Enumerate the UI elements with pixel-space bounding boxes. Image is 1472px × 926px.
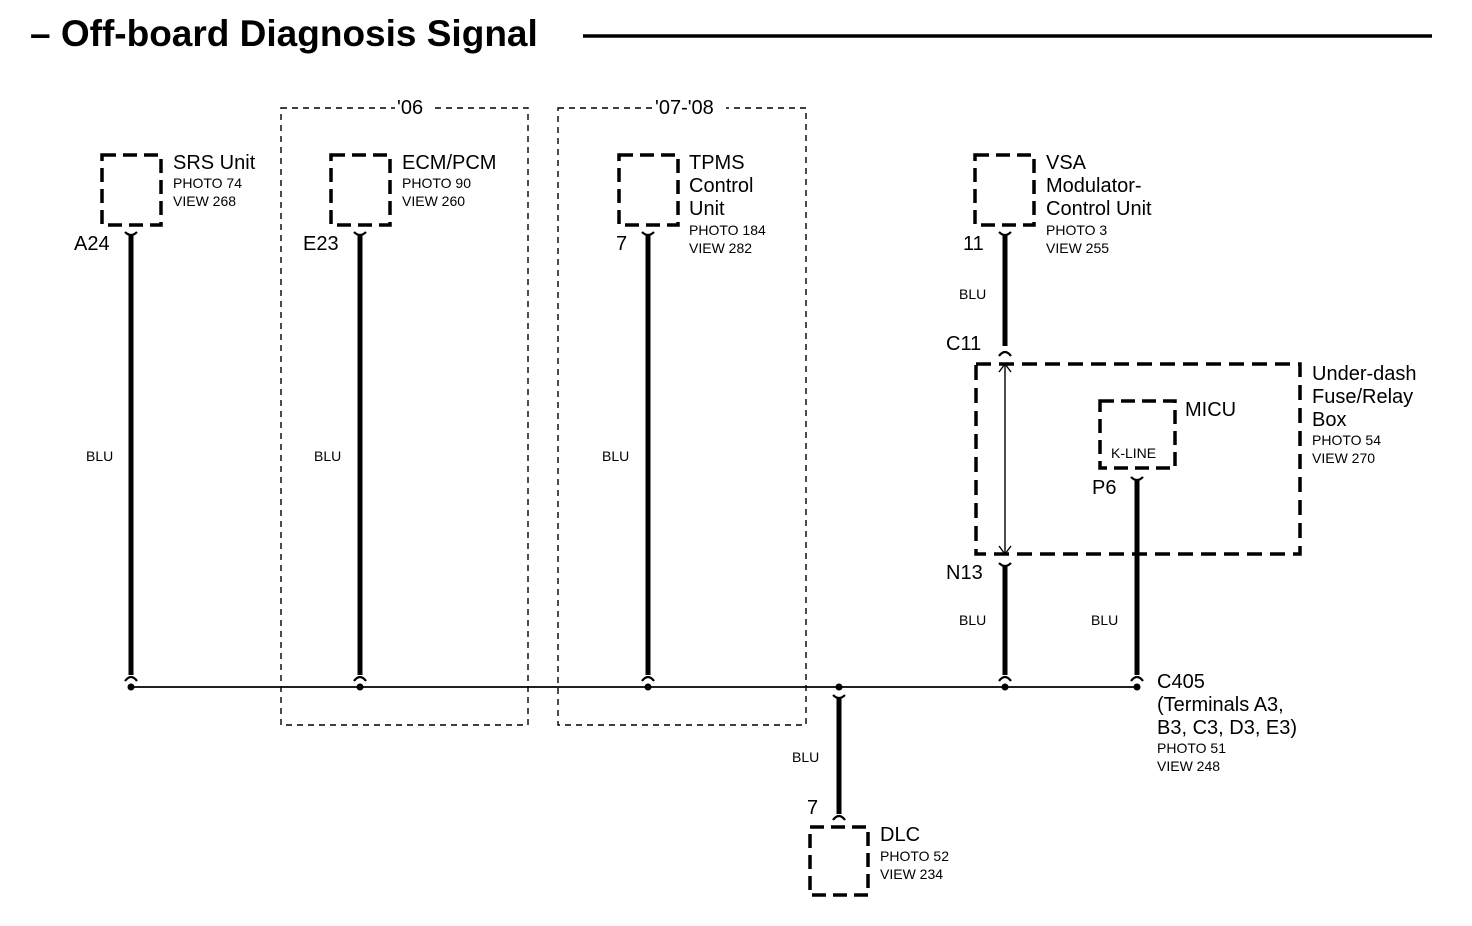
fuse-box-pin-in: C11 [946, 333, 981, 355]
ecm-pcm-box [329, 153, 392, 227]
srs-unit-view: VIEW 268 [173, 193, 236, 209]
zone-06-label: '06 [397, 97, 423, 119]
dlc-view: VIEW 234 [880, 866, 943, 882]
ecm-pcm-wire-color: BLU [314, 448, 341, 464]
fuse-box-photo: PHOTO 54 [1312, 432, 1381, 448]
micu-terminal: K-LINE [1111, 445, 1156, 461]
fuse-box-name-line-1: Under-dash [1312, 363, 1417, 385]
fuse-box-arrow-up [998, 362, 1012, 373]
fuse-box-bus-connector [998, 675, 1012, 682]
vsa-fuse-connector [998, 350, 1012, 357]
zone-06-label-bg [395, 96, 433, 118]
ecm-pcm-bus-splice [356, 683, 364, 691]
micu-bus-splice [1133, 683, 1141, 691]
tpms-pin: 7 [616, 233, 627, 255]
tpms-wire-color: BLU [602, 448, 629, 464]
micu-name: MICU [1185, 399, 1236, 421]
srs-unit-bus-splice [127, 683, 135, 691]
micu-box [1098, 399, 1177, 470]
srs-unit-photo: PHOTO 74 [173, 175, 242, 191]
micu-wire-color: BLU [1091, 612, 1118, 628]
dlc-pin: 7 [807, 797, 818, 819]
tpms-view: VIEW 282 [689, 240, 752, 256]
dlc-bottom-connector [832, 814, 846, 821]
vsa-name-line-3: Control Unit [1046, 198, 1152, 220]
diagram-title: – Off-board Diagnosis Signal [30, 13, 538, 54]
fuse-box-arrow-down [998, 545, 1012, 556]
c405-connector: C405 (Terminals A3, B3, C3, D3, E3) PHOT… [1157, 671, 1297, 774]
tpms-bus-splice [644, 683, 652, 691]
c405-name: C405 [1157, 671, 1205, 693]
ecm-pcm-name: ECM/PCM [402, 152, 496, 174]
micu: MICU K-LINE P6 BLU [1091, 399, 1236, 691]
srs-unit-name: SRS Unit [173, 152, 256, 174]
zone-07-08-outline [557, 107, 807, 726]
ecm-pcm-bus-connector [353, 675, 367, 682]
zone-07-08-label: '07-'08 [655, 97, 714, 119]
under-dash-fuse-relay-box: C11 Under-dash Fuse/Relay Box PHOTO 54 V… [946, 333, 1417, 691]
tpms-photo: PHOTO 184 [689, 222, 766, 238]
c405-photo: PHOTO 51 [1157, 740, 1226, 756]
vsa-box [973, 153, 1036, 227]
c405-terminals-line-1: (Terminals A3, [1157, 694, 1284, 716]
fuse-box-name-line-2: Fuse/Relay [1312, 386, 1413, 408]
tpms-name-line-3: Unit [689, 198, 725, 220]
c405-terminals-line-2: B3, C3, D3, E3) [1157, 717, 1297, 739]
srs-unit: SRS Unit PHOTO 74 VIEW 268 A24 BLU [74, 152, 256, 691]
tpms-name-line-1: TPMS [689, 152, 745, 174]
fuse-box-view: VIEW 270 [1312, 450, 1375, 466]
srs-unit-pin: A24 [74, 233, 110, 255]
srs-unit-wire-color: BLU [86, 448, 113, 464]
vsa-wire-color: BLU [959, 286, 986, 302]
ecm-pcm-pin: E23 [303, 233, 339, 255]
vsa-photo: PHOTO 3 [1046, 222, 1107, 238]
fuse-box-wire-color: BLU [959, 612, 986, 628]
micu-bus-connector [1130, 675, 1144, 682]
vsa-modulator-control-unit: VSA Modulator- Control Unit PHOTO 3 VIEW… [959, 152, 1152, 357]
fuse-box-out-connector [998, 562, 1012, 568]
dlc-bus-splice [835, 683, 843, 691]
vsa-name-line-1: VSA [1046, 152, 1087, 174]
tpms-box [617, 153, 680, 227]
ecm-pcm: ECM/PCM PHOTO 90 VIEW 260 E23 BLU [303, 152, 496, 691]
micu-pin: P6 [1092, 477, 1116, 499]
tpms-name-line-2: Control [689, 175, 753, 197]
dlc-wire-color: BLU [792, 749, 819, 765]
fuse-box-bus-splice [1001, 683, 1009, 691]
vsa-view: VIEW 255 [1046, 240, 1109, 256]
fuse-box-name-line-3: Box [1312, 409, 1346, 431]
dlc-name: DLC [880, 824, 920, 846]
zone-07-08-label-bg [652, 96, 726, 118]
srs-unit-box [100, 153, 163, 227]
dlc-box [808, 825, 870, 897]
ecm-pcm-view: VIEW 260 [402, 193, 465, 209]
fuse-box-pin-out: N13 [946, 562, 983, 584]
tpms-control-unit: TPMS Control Unit PHOTO 184 VIEW 282 7 B… [602, 152, 766, 691]
c405-view: VIEW 248 [1157, 758, 1220, 774]
vsa-name-line-2: Modulator- [1046, 175, 1142, 197]
ecm-pcm-photo: PHOTO 90 [402, 175, 471, 191]
dlc-photo: PHOTO 52 [880, 848, 949, 864]
tpms-bus-connector [641, 675, 655, 682]
vsa-pin: 11 [963, 233, 984, 255]
dlc: BLU 7 DLC PHOTO 52 VIEW 234 [792, 683, 949, 897]
srs-unit-bus-connector [124, 675, 138, 682]
